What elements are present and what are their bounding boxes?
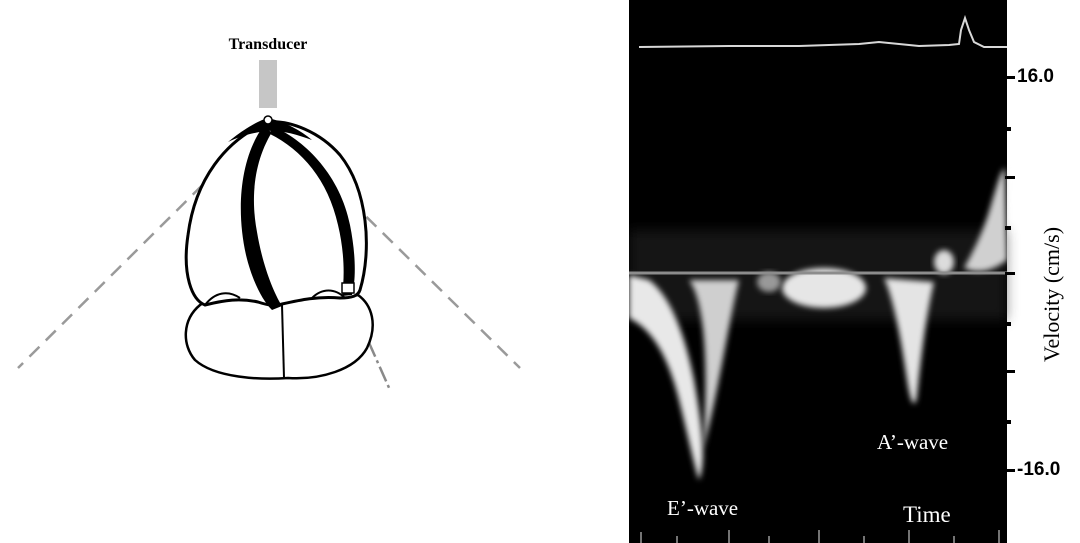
velocity-axis-title: Velocity (cm/s) (1039, 227, 1065, 362)
scale-tick (1005, 322, 1011, 326)
sample-volume-marker (342, 283, 354, 293)
scale-tick (1005, 370, 1015, 373)
scale-tick (1005, 420, 1011, 424)
velocity-min-label: -16.0 (1017, 459, 1060, 481)
systolic-blob (934, 250, 954, 274)
heart-atria (186, 295, 373, 379)
scale-tick (1005, 176, 1015, 179)
noise-blob (757, 272, 781, 292)
heart-drawing (0, 0, 620, 543)
scale-tick-major (1001, 469, 1015, 472)
velocity-max-label: 16.0 (1017, 66, 1054, 88)
scale-tick (1005, 226, 1011, 230)
probe-contact-point (264, 116, 272, 124)
scale-tick (1005, 127, 1011, 131)
transducer-probe (259, 60, 277, 108)
scale-tick-major (1001, 76, 1015, 79)
e-wave-label: E’-wave (667, 496, 738, 521)
doppler-spectrum (629, 0, 1080, 543)
heart-diagram: Transducer (0, 0, 620, 543)
time-label: Time (903, 502, 951, 528)
a-wave-label: A’-wave (877, 430, 948, 455)
scale-tick (1005, 272, 1015, 275)
doppler-spectrum-panel: 16.0 -16.0 Velocity (cm/s) E’-wave A’-wa… (629, 0, 1080, 543)
